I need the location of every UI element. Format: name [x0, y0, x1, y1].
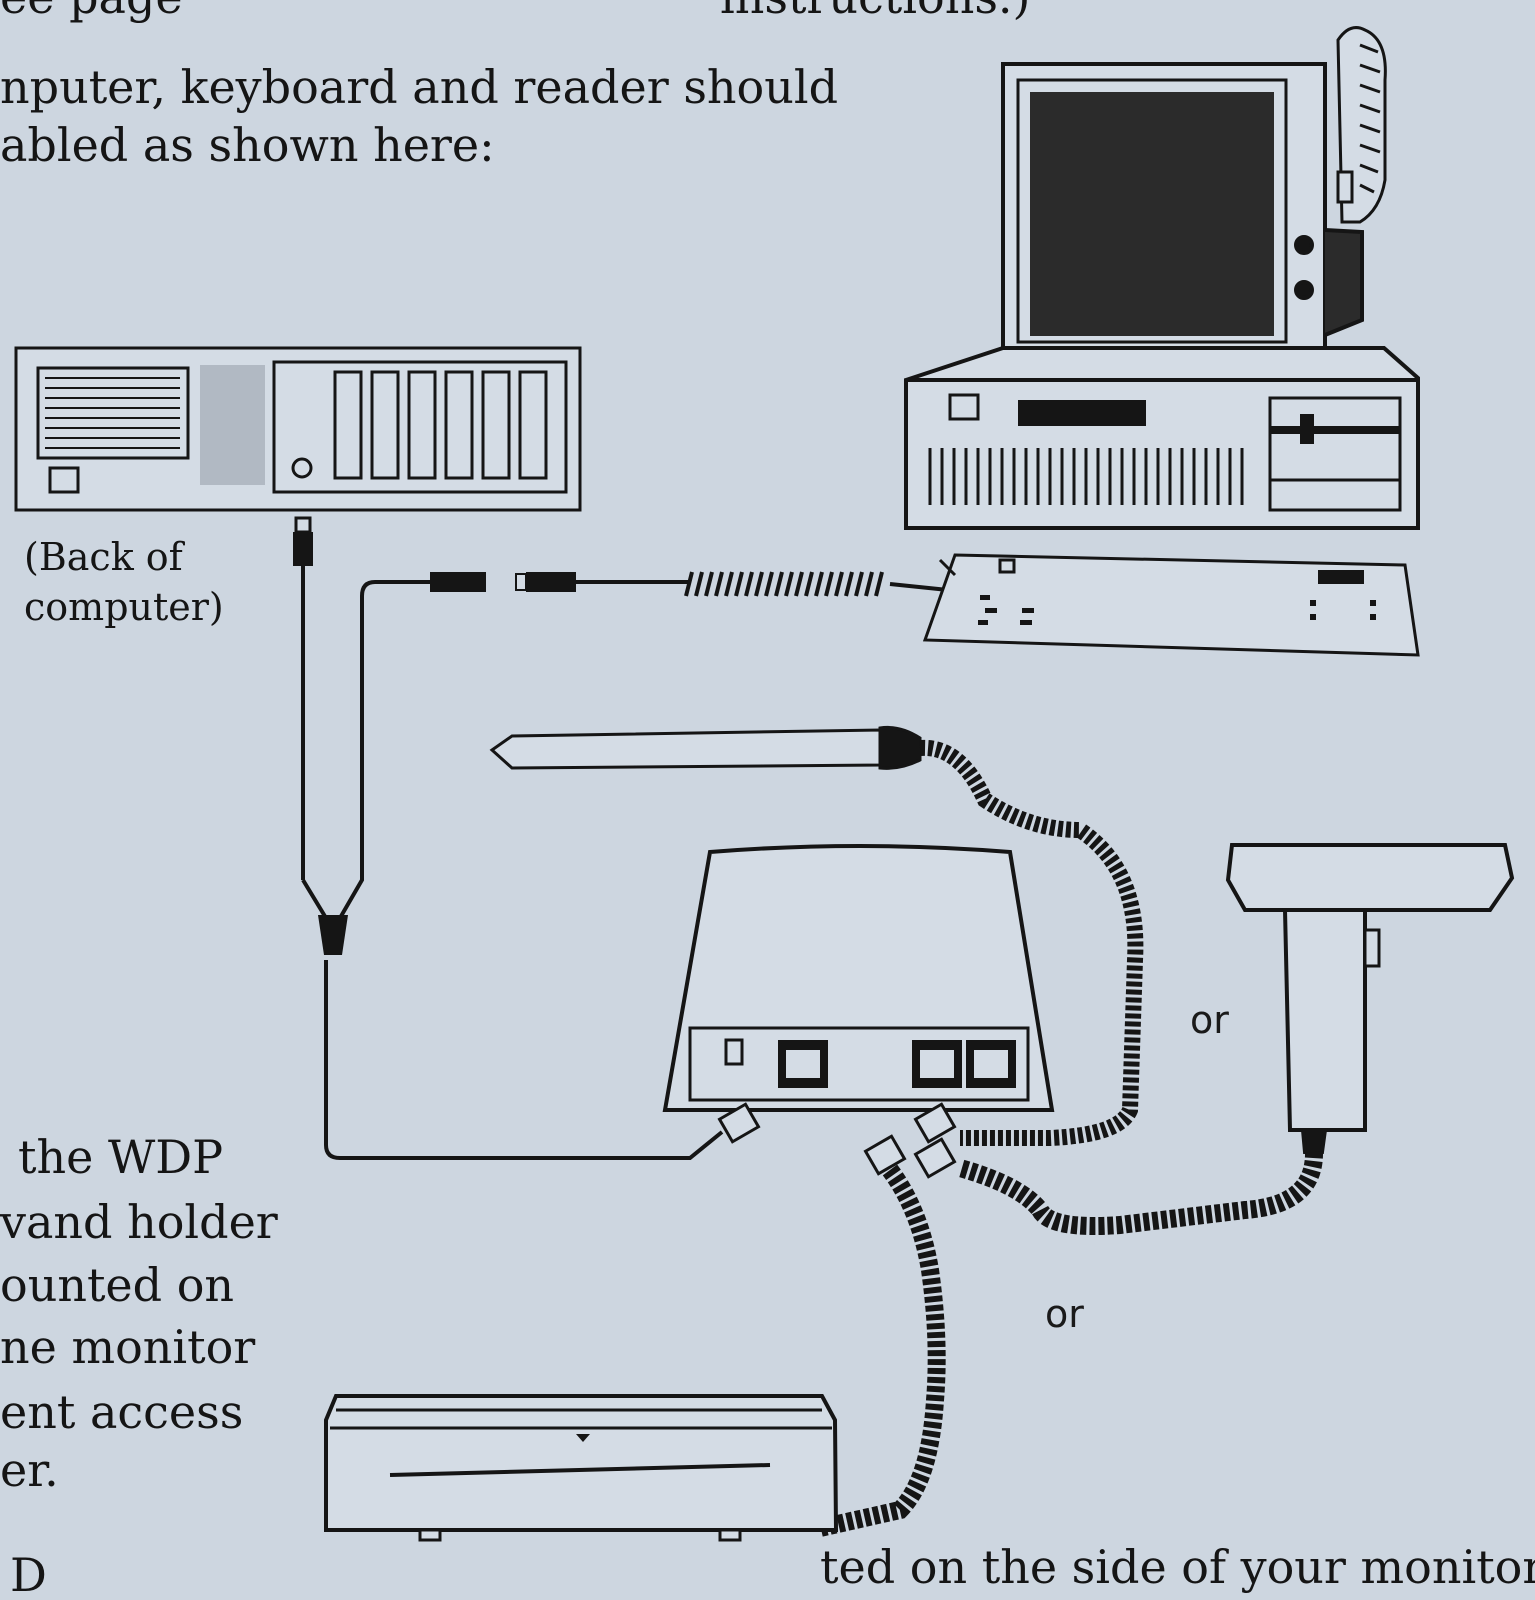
keyboard-coiled-cord [684, 571, 949, 597]
monitor [1001, 62, 1364, 356]
computer-system-unit [904, 346, 1420, 530]
barcode-wand [489, 726, 922, 770]
paragraph-line-2: vand holder [0, 1195, 278, 1249]
y-splitter-cable [301, 566, 724, 1160]
keyboard-port-plug [293, 516, 313, 566]
or-label-slot-reader: or [1045, 1292, 1084, 1336]
keyboard-cable-connectors [430, 572, 690, 592]
paragraph-line-5: ent access [0, 1385, 244, 1439]
paragraph-line-1: the WDP [18, 1130, 224, 1184]
intro-fragment-top-end: instructions.) [720, 0, 1031, 24]
decoder-interface-box [662, 844, 1055, 1112]
y-splitter-junction [318, 915, 348, 955]
modular-plugs [717, 1102, 957, 1179]
slot-reader [324, 1394, 839, 1542]
intro-line-2: nputer, keyboard and reader should [0, 60, 839, 114]
paragraph-line-6: er. [0, 1443, 59, 1497]
slot-reader-coiled-cord [818, 1164, 946, 1537]
wand-holder [1336, 26, 1387, 224]
scanner-gun [1225, 843, 1515, 1154]
or-label-scanner: or [1190, 998, 1229, 1042]
wand-coiled-cord [919, 739, 1144, 1146]
keyboard [922, 553, 1420, 657]
scanner-coiled-cord [957, 1151, 1324, 1235]
paragraph-line-4: ne monitor [0, 1320, 256, 1374]
caption-computer: computer) [24, 585, 224, 629]
footer-fragment: D [10, 1548, 47, 1600]
footer-line-end: ted on the side of your monitor, [820, 1540, 1535, 1594]
caption-back-of: (Back of [24, 535, 183, 579]
intro-fragment-top: ee page [0, 0, 183, 24]
computer-back-panel [14, 346, 582, 512]
intro-line-3: abled as shown here: [0, 118, 495, 172]
paragraph-line-3: ounted on [0, 1258, 235, 1312]
